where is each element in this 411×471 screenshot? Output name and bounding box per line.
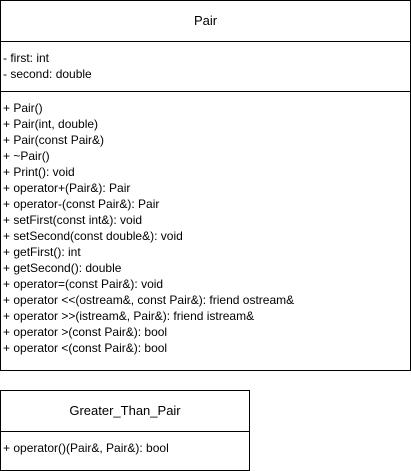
method-get-second: + getSecond(): double — [3, 261, 122, 275]
method-operator-output: + operator <<(ostream&, const Pair&): fr… — [3, 293, 295, 307]
attribute-second: - second: double — [3, 67, 92, 81]
method-operator-less: + operator <(const Pair&): bool — [3, 341, 168, 355]
pair-attributes-compartment: - first: int - second: double — [1, 42, 410, 92]
method-operator-call: + operator()(Pair&, Pair&): bool — [3, 441, 169, 455]
method-operator-plus: + operator+(Pair&): Pair — [3, 181, 131, 195]
method-param-constructor: + Pair(int, double) — [3, 117, 99, 131]
pair-methods-compartment: + Pair() + Pair(int, double) + Pair(cons… — [1, 92, 410, 356]
method-default-constructor: + Pair() — [3, 101, 43, 115]
method-copy-constructor: + Pair(const Pair&) — [3, 133, 105, 147]
method-print: + Print(): void — [3, 165, 75, 179]
method-set-second: + setSecond(const double&): void — [3, 229, 183, 243]
method-get-first: + getFirst(): int — [3, 245, 81, 259]
greater-than-pair-class-name: Greater_Than_Pair — [1, 391, 249, 432]
method-operator-minus: + operator-(const Pair&): Pair — [3, 197, 160, 211]
pair-class-box[interactable]: Pair - first: int - second: double + Pai… — [0, 0, 411, 371]
greater-than-pair-methods-compartment: + operator()(Pair&, Pair&): bool — [1, 432, 249, 456]
method-destructor: + ~Pair() — [3, 149, 50, 163]
method-operator-input: + operator >>(istream&, Pair&): friend i… — [3, 309, 255, 323]
method-operator-assign: + operator=(const Pair&): void — [3, 277, 164, 291]
greater-than-pair-class-box[interactable]: Greater_Than_Pair + operator()(Pair&, Pa… — [0, 390, 250, 471]
attribute-first: - first: int — [3, 51, 50, 65]
method-operator-greater: + operator >(const Pair&): bool — [3, 325, 168, 339]
pair-class-name: Pair — [1, 1, 410, 42]
method-set-first: + setFirst(const int&): void — [3, 213, 143, 227]
